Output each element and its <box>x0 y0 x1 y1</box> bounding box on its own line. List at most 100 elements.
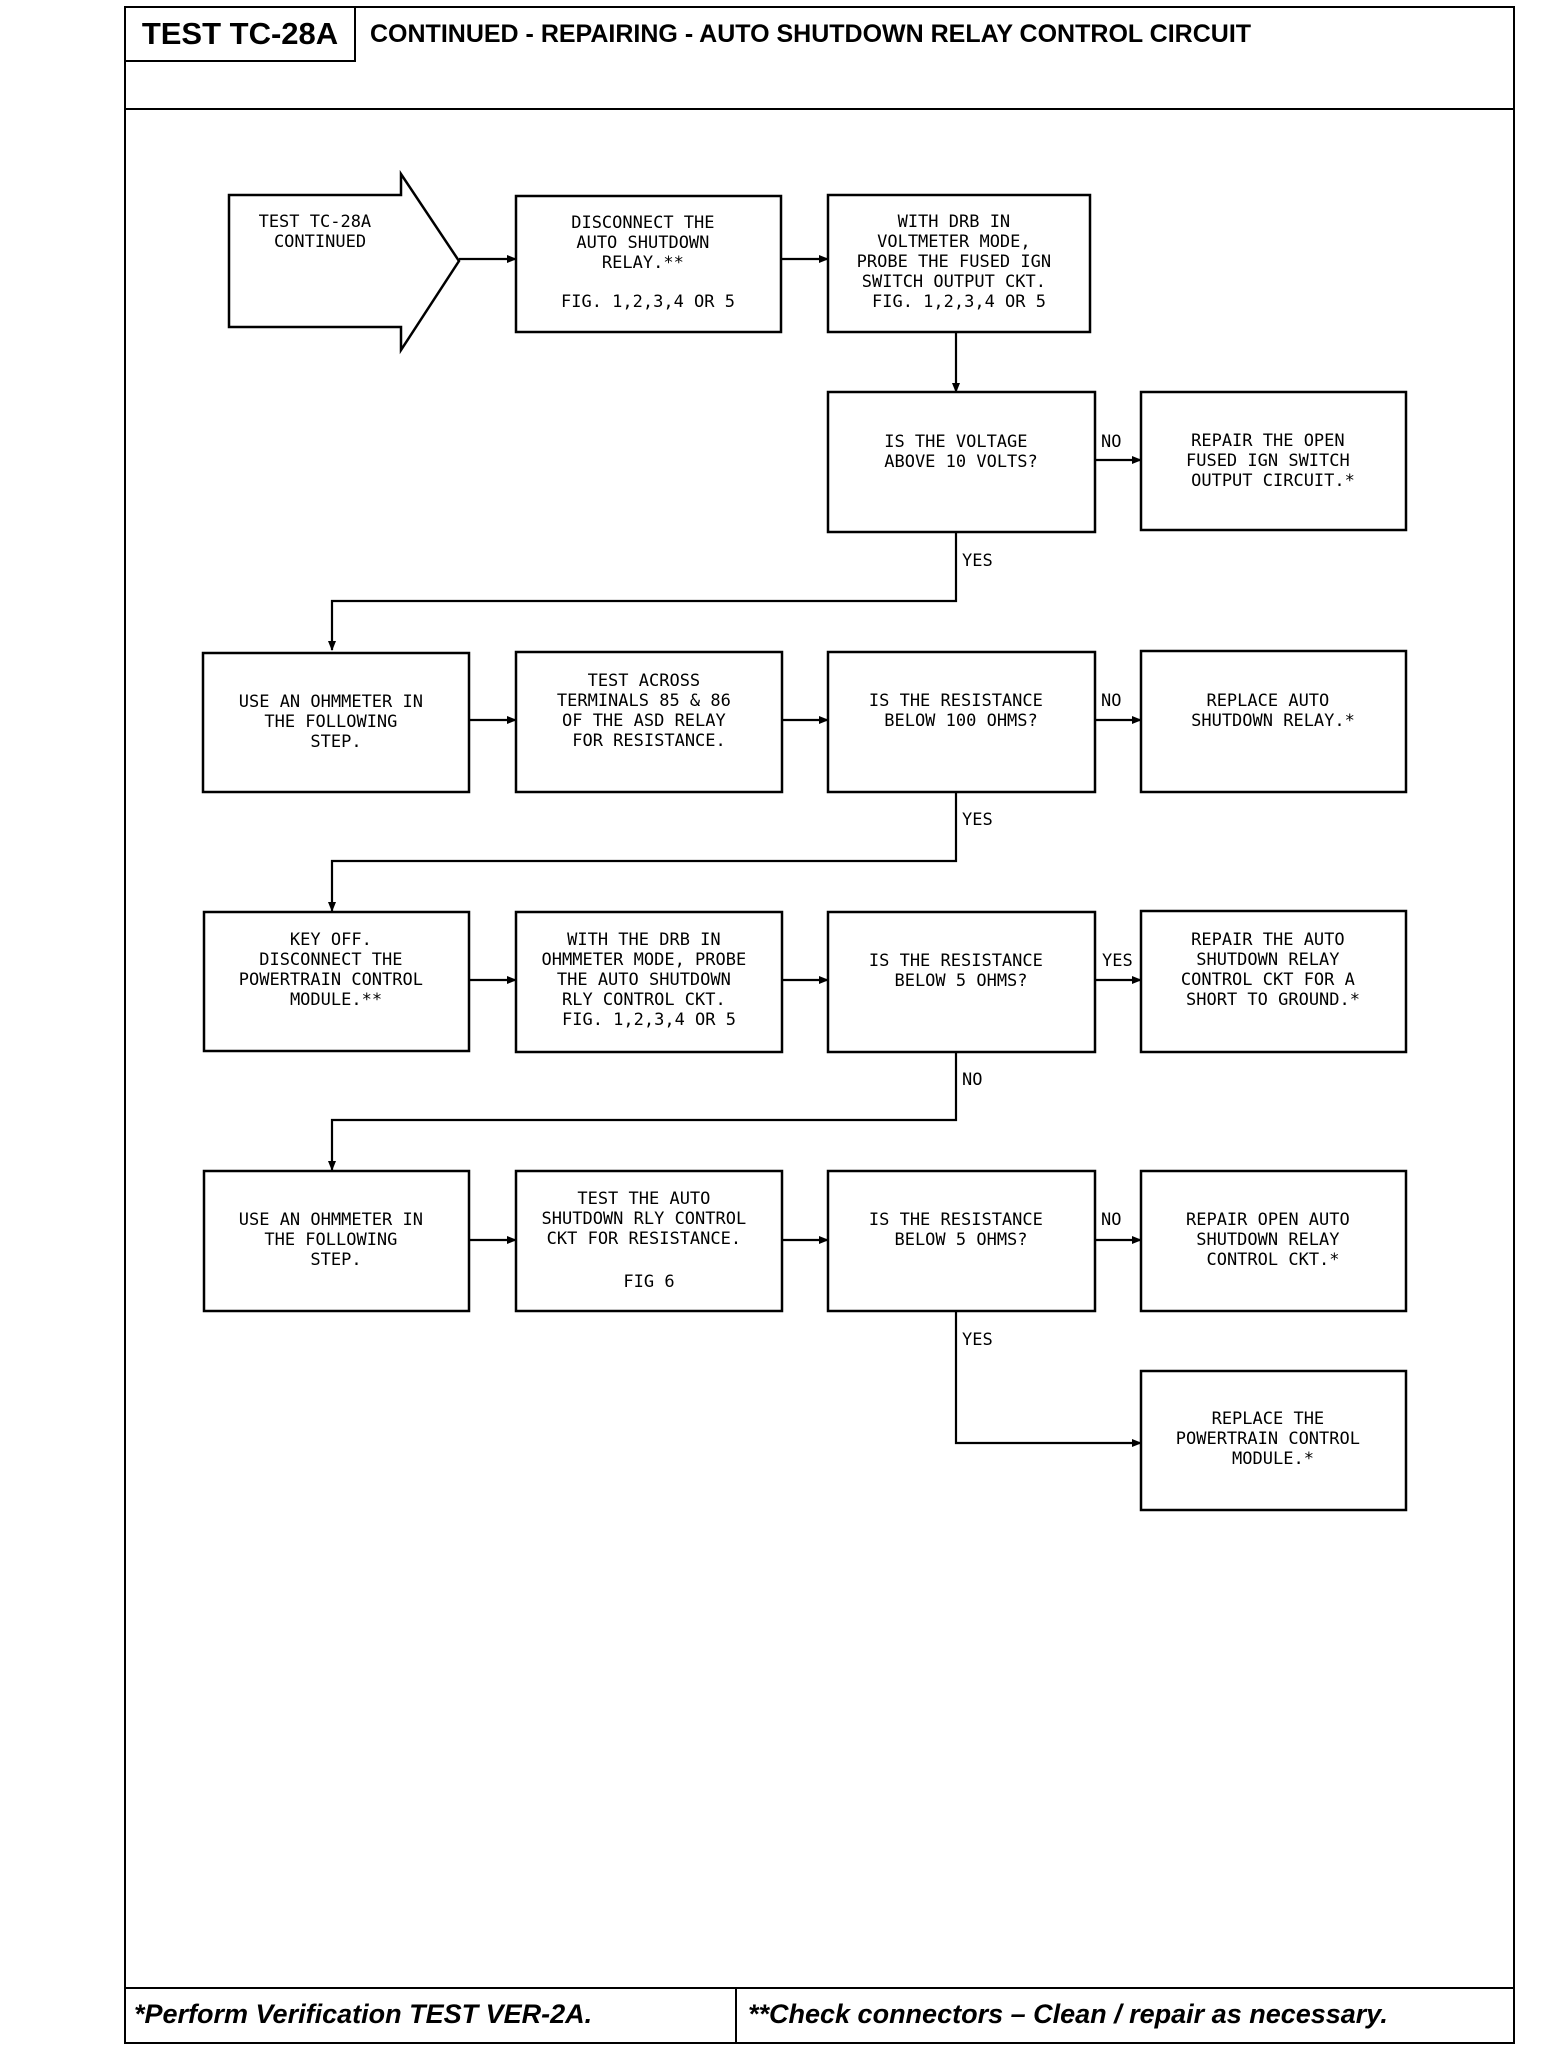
use-ohmmeter-1-text: USE AN OHMMETER IN THE FOLLOWING STEP. <box>239 692 433 752</box>
disconnect-asd-box <box>514 194 783 334</box>
start-text: TEST TC-28A CONTINUED <box>259 212 382 252</box>
test-rly-ctrl-line-3: CKT FOR RESISTANCE. <box>547 1229 741 1249</box>
repair-fused-ign-text: REPAIR THE OPEN FUSED IGN SWITCH OUTPUT … <box>1186 431 1360 491</box>
test-terminals-box <box>514 650 784 794</box>
repair-fused-ign-box <box>1139 390 1408 532</box>
test-terminals-line-3: OF THE ASD RELAY <box>562 711 726 731</box>
probe-rly-ctrl-line-2: OHMMETER MODE, PROBE <box>542 950 747 970</box>
repair-short-line-3: CONTROL CKT FOR A <box>1181 970 1355 990</box>
use-ohmmeter-2-line-3: STEP. <box>310 1250 361 1270</box>
repair-fused-ign-line-1: REPAIR THE OPEN <box>1191 431 1345 451</box>
voltage-yes-label: YES <box>962 551 993 571</box>
repair-open-line-1: REPAIR OPEN AUTO <box>1186 1210 1350 1230</box>
res100-question-box <box>826 650 1097 794</box>
disconnect-asd-text: DISCONNECT THE AUTO SHUTDOWN RELAY.** FI… <box>561 213 735 312</box>
arrow-res100-yes <box>328 792 958 912</box>
replace-relay-text: REPLACE AUTO SHUTDOWN RELAY.* <box>1191 691 1355 731</box>
footer-note-verification: *Perform Verification TEST VER-2A. <box>134 1999 593 2029</box>
probe-rly-ctrl-text: WITH THE DRB IN OHMMETER MODE, PROBE THE… <box>542 930 757 1030</box>
probe-rly-ctrl-line-1: WITH THE DRB IN <box>567 930 721 950</box>
key-off-line-3: POWERTRAIN CONTROL <box>239 970 423 990</box>
res100-question-line-2: BELOW 100 OHMS? <box>884 711 1038 731</box>
test-terminals-text: TEST ACROSS TERMINALS 85 & 86 OF THE ASD… <box>557 671 741 751</box>
voltage-question-line-2: ABOVE 10 VOLTS? <box>884 452 1038 472</box>
res5b-yes-label: YES <box>962 1330 993 1350</box>
res5a-no-label: NO <box>962 1070 982 1090</box>
use-ohmmeter-1-line-1: USE AN OHMMETER IN <box>239 692 423 712</box>
replace-pcm-line-3: MODULE.* <box>1232 1449 1314 1469</box>
res5a-question-box <box>826 910 1097 1054</box>
header-divider <box>126 108 1513 110</box>
probe-fused-ign-line-3: PROBE THE FUSED IGN <box>857 252 1051 272</box>
repair-fused-ign-line-2: FUSED IGN SWITCH <box>1186 451 1350 471</box>
repair-open-line-2: SHUTDOWN RELAY <box>1196 1230 1339 1250</box>
page-title: CONTINUED - REPAIRING - AUTO SHUTDOWN RE… <box>370 20 1252 48</box>
replace-pcm-text: REPLACE THE POWERTRAIN CONTROL MODULE.* <box>1176 1409 1370 1469</box>
res5a-question-line-2: BELOW 5 OHMS? <box>894 971 1027 991</box>
arrow-res5b-yes <box>954 1311 1142 1447</box>
use-ohmmeter-2-text: USE AN OHMMETER IN THE FOLLOWING STEP. <box>239 1210 433 1270</box>
probe-rly-ctrl-line-4: RLY CONTROL CKT. <box>562 990 726 1010</box>
test-terminals-line-2: TERMINALS 85 & 86 <box>557 691 731 711</box>
res5b-question-line-2: BELOW 5 OHMS? <box>894 1230 1027 1250</box>
page-frame: TEST TC-28A CONTINUED - REPAIRING - AUTO… <box>124 6 1515 2044</box>
probe-fused-ign-line-2: VOLTMETER MODE, <box>877 232 1031 252</box>
res5b-question-text: IS THE RESISTANCE BELOW 5 OHMS? <box>869 1210 1053 1250</box>
res5a-question-text: IS THE RESISTANCE BELOW 5 OHMS? <box>869 951 1053 991</box>
key-off-box <box>202 910 471 1053</box>
use-ohmmeter-1-box <box>201 651 471 794</box>
res100-no-label: NO <box>1101 691 1121 711</box>
res5a-yes-label: YES <box>1102 951 1133 971</box>
replace-pcm-line-1: REPLACE THE <box>1212 1409 1325 1429</box>
footer-divider <box>735 1989 737 2042</box>
replace-pcm-line-2: POWERTRAIN CONTROL <box>1176 1429 1360 1449</box>
key-off-text: KEY OFF. DISCONNECT THE POWERTRAIN CONTR… <box>239 930 433 1010</box>
use-ohmmeter-1-line-2: THE FOLLOWING <box>264 712 397 732</box>
use-ohmmeter-2-line-1: USE AN OHMMETER IN <box>239 1210 423 1230</box>
probe-fused-ign-line-4: SWITCH OUTPUT CKT. <box>862 272 1046 292</box>
voltage-question-box <box>826 390 1097 534</box>
start-line-2: CONTINUED <box>274 232 366 252</box>
test-rly-ctrl-text: TEST THE AUTO SHUTDOWN RLY CONTROL CKT F… <box>542 1189 757 1292</box>
disconnect-asd-line-3: RELAY.** <box>602 253 684 273</box>
repair-fused-ign-line-3: OUTPUT CIRCUIT.* <box>1191 471 1355 491</box>
res5b-no-label: NO <box>1101 1210 1121 1230</box>
repair-short-line-1: REPAIR THE AUTO <box>1191 930 1345 950</box>
probe-rly-ctrl-line-3: THE AUTO SHUTDOWN <box>557 970 731 990</box>
replace-relay-box <box>1139 649 1408 794</box>
res100-yes-label: YES <box>962 810 993 830</box>
repair-short-text: REPAIR THE AUTO SHUTDOWN RELAY CONTROL C… <box>1181 930 1365 1010</box>
voltage-question-line-1: IS THE VOLTAGE <box>884 432 1027 452</box>
voltage-question-text: IS THE VOLTAGE ABOVE 10 VOLTS? <box>884 432 1038 472</box>
use-ohmmeter-2-box <box>202 1169 471 1313</box>
res5b-question-box <box>826 1169 1097 1313</box>
connectors <box>328 255 1142 1447</box>
voltage-no-label: NO <box>1101 432 1121 452</box>
probe-fused-ign-box <box>826 193 1092 334</box>
key-off-line-1: KEY OFF. <box>290 930 372 950</box>
test-terminals-line-1: TEST ACROSS <box>588 671 701 691</box>
disconnect-asd-line-2: AUTO SHUTDOWN <box>576 233 709 253</box>
repair-short-line-4: SHORT TO GROUND.* <box>1186 990 1360 1010</box>
use-ohmmeter-1-line-3: STEP. <box>310 732 361 752</box>
probe-fused-ign-line-1: WITH DRB IN <box>898 212 1011 232</box>
res100-question-line-1: IS THE RESISTANCE <box>869 691 1043 711</box>
test-id-label: TEST TC-28A <box>126 8 356 62</box>
start-line-1: TEST TC-28A <box>259 212 372 232</box>
repair-open-box <box>1139 1169 1408 1313</box>
res5a-question-line-1: IS THE RESISTANCE <box>869 951 1043 971</box>
replace-pcm-box <box>1139 1369 1408 1512</box>
test-rly-ctrl-fig: FIG 6 <box>623 1272 674 1292</box>
footer-note-connectors: **Check connectors – Clean / repair as n… <box>748 1999 1388 2029</box>
arrow-res5a-no <box>328 1052 958 1171</box>
disconnect-asd-line-1: DISCONNECT THE <box>571 213 714 233</box>
key-off-line-2: DISCONNECT THE <box>259 950 402 970</box>
repair-short-box <box>1139 909 1408 1054</box>
test-rly-ctrl-line-1: TEST THE AUTO <box>577 1189 710 1209</box>
key-off-line-4: MODULE.** <box>290 990 382 1010</box>
res5b-question-line-1: IS THE RESISTANCE <box>869 1210 1043 1230</box>
probe-rly-ctrl-box <box>514 910 784 1054</box>
repair-short-line-2: SHUTDOWN RELAY <box>1196 950 1339 970</box>
test-rly-ctrl-box <box>514 1169 784 1313</box>
